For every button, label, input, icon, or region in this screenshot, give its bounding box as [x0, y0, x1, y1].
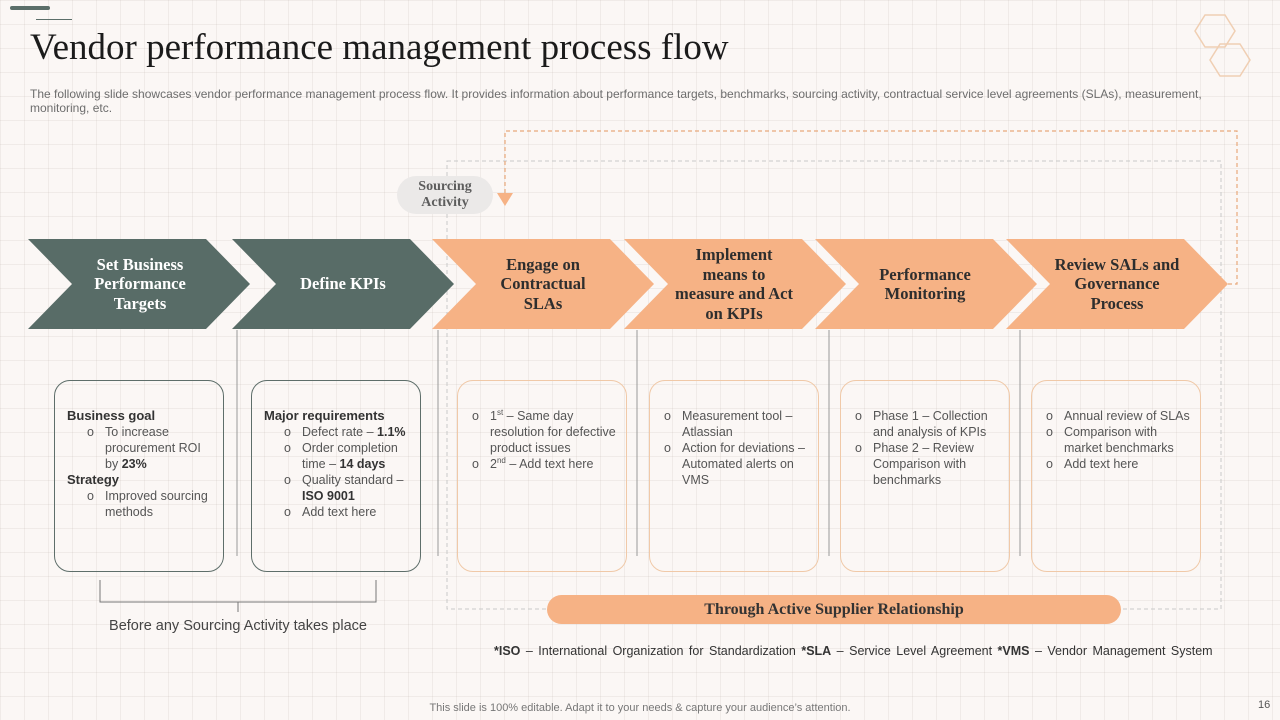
measure-item: Measurement tool – Atlassian — [662, 408, 810, 440]
requirement-text: Add text here — [302, 505, 377, 519]
business-goal-heading: Business goal — [67, 408, 156, 423]
step-2-label: Define KPIs — [300, 274, 386, 294]
requirement-value: 1.1% — [377, 425, 406, 439]
step-chevron-4 — [624, 239, 846, 329]
relationship-bar: Through Active Supplier Relationship — [547, 595, 1121, 624]
footnote-sla-text: – Service Level Agreement — [831, 644, 998, 658]
step-chevron-6 — [1006, 239, 1228, 329]
goal-text: To increase procurement ROI by — [105, 425, 201, 471]
major-requirements-heading: Major requirements — [264, 408, 385, 423]
step-chevron-2 — [232, 239, 454, 329]
footnote-iso-text: – International Organization for Standar… — [520, 644, 802, 658]
abbreviation-footnote: *ISO – International Organization for St… — [494, 644, 1213, 658]
measure-item: Action for deviations – Automated alerts… — [662, 440, 810, 488]
review-item: Add text here — [1044, 456, 1192, 472]
footnote-vms-text: – Vendor Management System — [1029, 644, 1213, 658]
requirement-value: ISO 9001 — [302, 489, 355, 503]
detail-box-slas: 1st – Same day resolution for defective … — [457, 380, 627, 572]
step-chevron-3 — [432, 239, 654, 329]
sla-text: – Add text here — [505, 457, 594, 471]
strategy-heading: Strategy — [67, 472, 120, 487]
detail-box-targets: Business goal To increase procurement RO… — [54, 380, 224, 572]
sla-ordinal: st — [496, 407, 504, 417]
requirement-text: Quality standard – — [302, 473, 404, 487]
column-separators — [236, 330, 1021, 556]
before-sourcing-bracket — [99, 580, 377, 612]
detail-box-monitoring: Phase 1 – Collection and analysis of KPI… — [840, 380, 1010, 572]
footnote-vms-abbr: *VMS — [997, 644, 1030, 658]
step-chevron-5 — [815, 239, 1037, 329]
header-accent-bar — [10, 6, 50, 10]
monitoring-item: Phase 1 – Collection and analysis of KPI… — [853, 408, 1001, 440]
requirement-item: Add text here — [282, 504, 412, 520]
review-item: Comparison with market benchmarks — [1044, 424, 1192, 456]
monitoring-item: Phase 2 – Review Comparison with benchma… — [853, 440, 1001, 488]
sla-text: – Same day resolution for defective prod… — [490, 409, 616, 455]
feedback-arrow-head — [497, 193, 513, 206]
header-accent-line — [36, 19, 72, 20]
engagement-dashed-outline — [446, 160, 1222, 610]
step-4-label: Implement means to measure and Act on KP… — [675, 245, 793, 323]
before-sourcing-label: Before any Sourcing Activity takes place — [109, 618, 367, 634]
detail-box-measure: Measurement tool – Atlassian Action for … — [649, 380, 819, 572]
sla-ordinal: nd — [496, 455, 506, 465]
requirement-text: Defect rate – — [302, 425, 378, 439]
detail-box-kpis: Major requirements Defect rate – 1.1% Or… — [251, 380, 421, 572]
step-chevron-1 — [28, 239, 250, 329]
requirement-value: 14 days — [339, 457, 386, 471]
sla-item: 1st – Same day resolution for defective … — [470, 408, 618, 456]
detail-box-review: Annual review of SLAs Comparison with ma… — [1031, 380, 1201, 572]
step-6-label: Review SALs and Governance Process — [1054, 254, 1180, 313]
hexagon-decoration — [1194, 14, 1251, 77]
sla-item: 2nd – Add text here — [470, 456, 618, 472]
footnote-iso-abbr: *ISO — [494, 644, 521, 658]
business-goal-item: To increase procurement ROI by 23% — [85, 424, 215, 472]
step-5-label: Performance Monitoring — [879, 264, 971, 304]
slide-title: Vendor performance management process fl… — [30, 27, 729, 68]
page-number: 16 — [1258, 699, 1271, 711]
sla-number: 1 — [490, 409, 497, 423]
sla-number: 2 — [490, 457, 497, 471]
requirement-item: Order completion time – 14 days — [282, 440, 412, 472]
requirement-text: Order completion time – — [302, 441, 398, 471]
feedback-loop-arrow — [504, 130, 1238, 285]
step-1-label: Set Business Performance Targets — [94, 254, 186, 313]
strategy-item: Improved sourcing methods — [85, 488, 215, 520]
footnote-sla-abbr: *SLA — [801, 644, 832, 658]
requirement-item: Quality standard – ISO 9001 — [282, 472, 412, 504]
slide-subtitle: The following slide showcases vendor per… — [30, 87, 1202, 115]
sourcing-activity-label: Sourcing Activity — [397, 176, 493, 214]
requirement-item: Defect rate – 1.1% — [282, 424, 412, 440]
goal-value: 23% — [121, 457, 147, 471]
slide-footer: This slide is 100% editable. Adapt it to… — [429, 702, 851, 714]
step-3-label: Engage on Contractual SLAs — [500, 254, 586, 313]
review-item: Annual review of SLAs — [1044, 408, 1192, 424]
